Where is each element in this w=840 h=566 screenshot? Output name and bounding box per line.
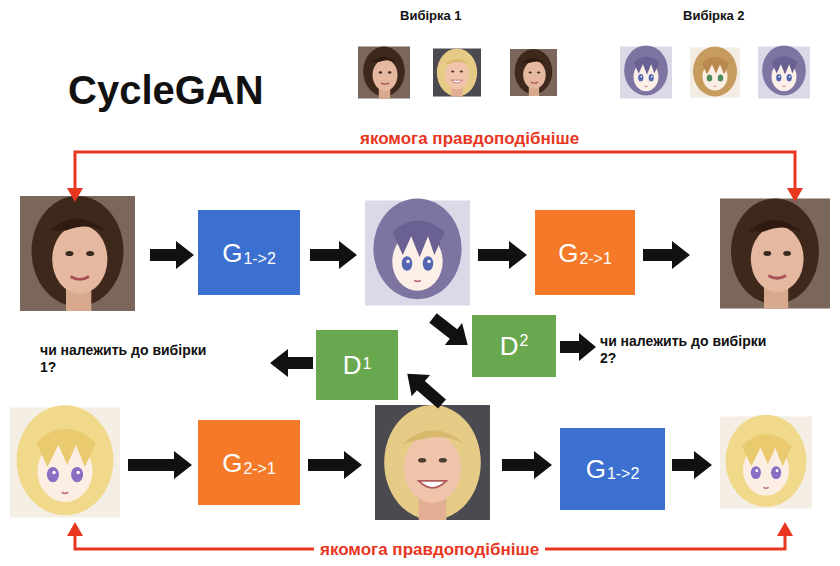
block-letter: G bbox=[586, 456, 606, 482]
discriminator-box: D1 bbox=[316, 330, 398, 400]
block-letter: G bbox=[222, 240, 242, 266]
discriminator-question: чи належить до вибірки 2? bbox=[600, 333, 780, 367]
block-letter: G bbox=[558, 240, 578, 266]
block-letter: G bbox=[222, 450, 242, 476]
block-subscript: 1->2 bbox=[243, 251, 275, 267]
block-subscript: 2->1 bbox=[243, 461, 275, 477]
generator-box: G1->2 bbox=[198, 210, 300, 295]
discriminator-question: чи належить до вибірки 1? bbox=[40, 342, 220, 376]
block-subscript: 2 bbox=[519, 333, 528, 349]
cycle-note: якомога правдоподібніше bbox=[314, 540, 545, 560]
generator-box: G1->2 bbox=[560, 428, 665, 510]
cycle-note: якомога правдоподібніше bbox=[360, 129, 579, 149]
generator-box: G2->1 bbox=[198, 420, 300, 505]
sample-label: Вибірка 1 bbox=[400, 8, 462, 23]
block-letter: D bbox=[500, 333, 519, 359]
block-letter: D bbox=[343, 352, 362, 378]
diagram-title: CycleGAN bbox=[68, 68, 264, 113]
block-subscript: 1->2 bbox=[607, 466, 639, 482]
discriminator-box: D2 bbox=[472, 315, 556, 377]
sample-label: Вибірка 2 bbox=[683, 8, 745, 23]
block-subscript: 2->1 bbox=[579, 251, 611, 267]
generator-box: G2->1 bbox=[535, 210, 635, 295]
block-subscript: 1 bbox=[362, 356, 371, 372]
